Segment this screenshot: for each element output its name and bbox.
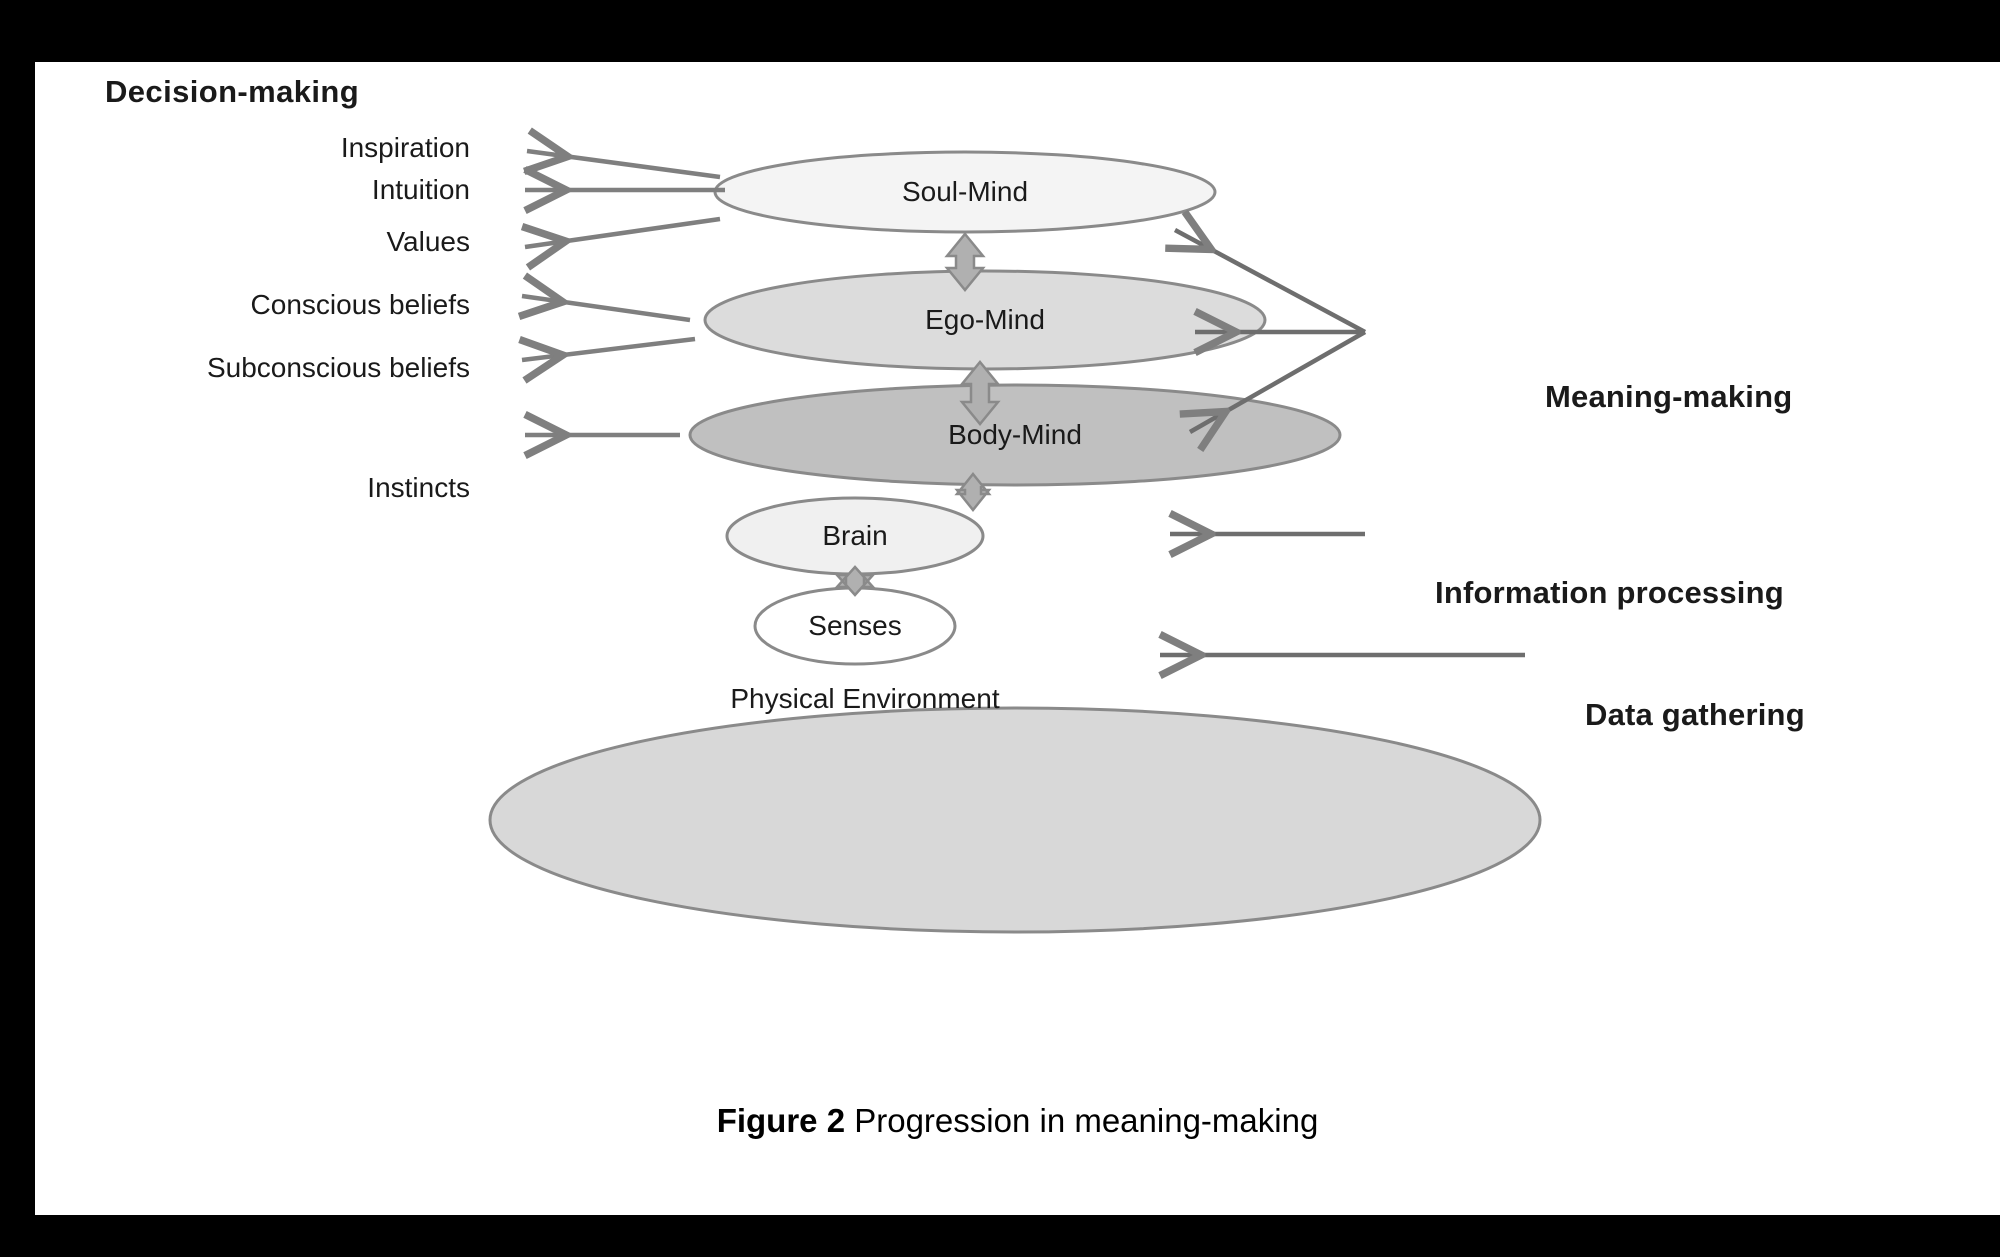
left-label-intuition: Intuition	[371, 174, 470, 205]
arrow-subconscious-beliefs	[522, 339, 696, 360]
double-arrow-body-brain	[954, 471, 992, 513]
node-label-brain: Brain	[822, 520, 888, 551]
arrow-conscious-beliefs	[522, 296, 691, 323]
figure-caption-label: Figure 2	[716, 1102, 846, 1139]
figure-frame: Soul-Mind Ego-Mind Body-Mind Brain Sense…	[35, 62, 2000, 1215]
arrow-meaning-making-lower	[1190, 330, 1367, 432]
decision-making-heading: Decision-making	[105, 74, 360, 109]
node-physical-environment	[488, 706, 1542, 934]
node-label-body-mind: Body-Mind	[948, 419, 1082, 450]
right-label-data-gathering: Data gathering	[1585, 697, 1805, 732]
figure-caption: Figure 2 Progression in meaning-making	[35, 1102, 2000, 1140]
right-label-meaning-making: Meaning-making	[1545, 379, 1793, 414]
double-arrow-ego-body	[959, 360, 1001, 426]
double-arrow-soul-ego	[944, 232, 986, 292]
double-arrow-brain-senses	[834, 565, 876, 597]
node-label-ego-mind: Ego-Mind	[925, 304, 1045, 335]
arrow-values	[525, 216, 721, 247]
figure-caption-text: Progression in meaning-making	[845, 1102, 1319, 1139]
left-label-instincts: Instincts	[367, 472, 470, 503]
node-body-mind	[688, 383, 1342, 487]
node-label-senses: Senses	[808, 610, 902, 641]
left-label-subconscious-beliefs: Subconscious beliefs	[206, 352, 470, 383]
node-label-soul-mind: Soul-Mind	[901, 176, 1029, 207]
left-label-conscious-beliefs: Conscious beliefs	[250, 289, 470, 320]
arrow-inspiration	[527, 151, 721, 180]
diagram-canvas	[488, 62, 1542, 934]
arrow-meaning-making-upper	[1175, 230, 1367, 334]
node-label-physical-environment: Physical Environment	[730, 683, 1000, 714]
left-label-values: Values	[386, 226, 470, 257]
right-label-information-processing: Information processing	[1435, 575, 1784, 610]
left-label-inspiration: Inspiration	[340, 132, 470, 163]
